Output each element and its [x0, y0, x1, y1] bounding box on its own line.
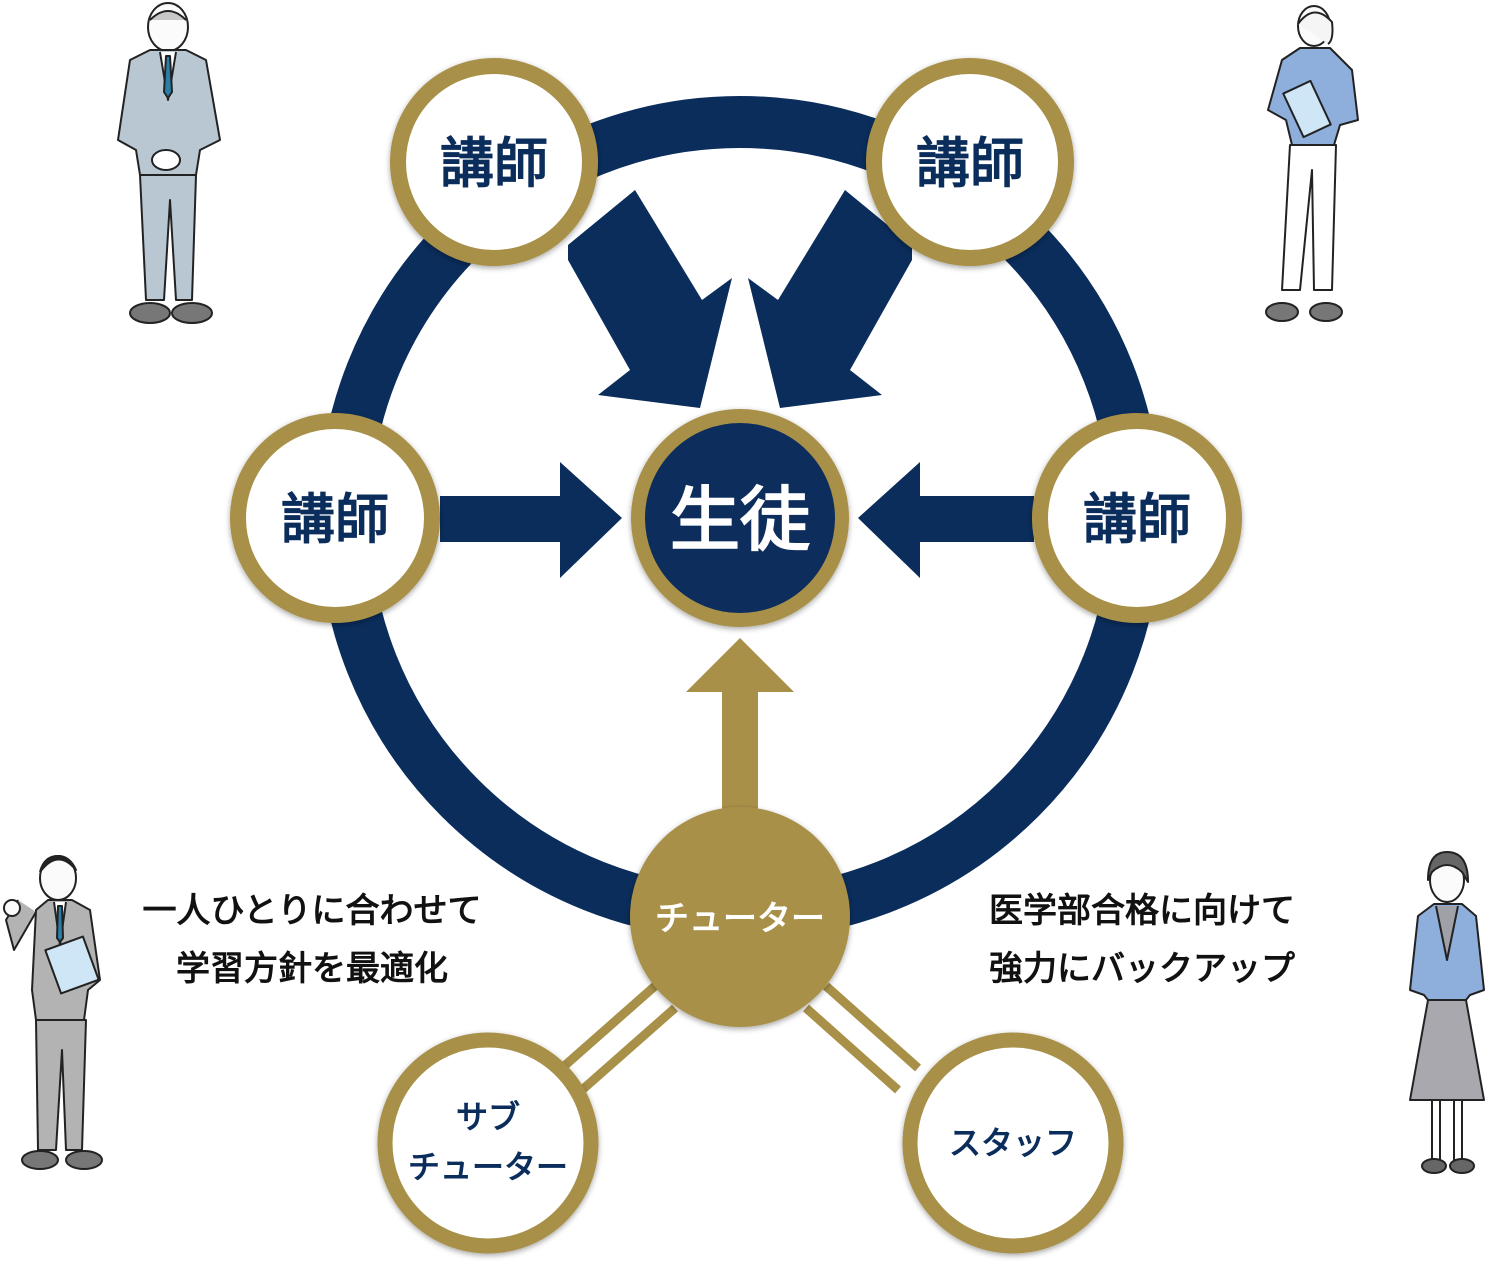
node-staff [902, 1032, 1124, 1254]
caption-right-line1: 医学部合格に向けて [989, 891, 1295, 931]
arrow-top-left-to-student [568, 190, 732, 408]
man-with-folder-fist-pump-icon [3, 855, 103, 1170]
instructor-mid-left-label: 講師 [281, 487, 389, 551]
student-label: 生徒 [670, 478, 811, 561]
node-instructor-mid-right [1032, 413, 1242, 623]
instructor-top-left-label: 講師 [440, 131, 548, 195]
node-instructor-mid-left [230, 413, 440, 623]
node-instructor-top-right [866, 58, 1074, 266]
node-tutor [630, 807, 850, 1027]
instructor-mid-right-label: 講師 [1083, 487, 1191, 551]
caption-left-line2: 学習方針を最適化 [176, 949, 448, 989]
arrow-tutor-to-student [686, 638, 794, 815]
arrow-left-to-student [440, 462, 622, 578]
arrow-top-right-to-student [748, 190, 912, 408]
tutor-connectors [559, 982, 921, 1094]
instructor-arrows [440, 190, 1034, 578]
staff-label: スタッフ [949, 1124, 1077, 1162]
woman-with-clipboard-icon [1265, 5, 1359, 322]
instructor-top-right-label: 講師 [916, 131, 1024, 195]
node-student [631, 409, 849, 627]
man-in-suit-standing-icon [117, 2, 221, 324]
woman-in-blue-jacket-icon [1409, 851, 1485, 1174]
sub-tutor-label-line2: チューター [408, 1148, 568, 1186]
node-sub-tutor [377, 1032, 599, 1254]
arrow-right-to-student [858, 462, 1034, 578]
caption-left-line1: 一人ひとりに合わせて [143, 891, 482, 931]
node-instructor-top-left [390, 58, 598, 266]
caption-right-line2: 強力にバックアップ [989, 949, 1295, 989]
sub-tutor-label-line1: サブ [456, 1098, 520, 1136]
tutor-label: チューター [655, 899, 825, 939]
